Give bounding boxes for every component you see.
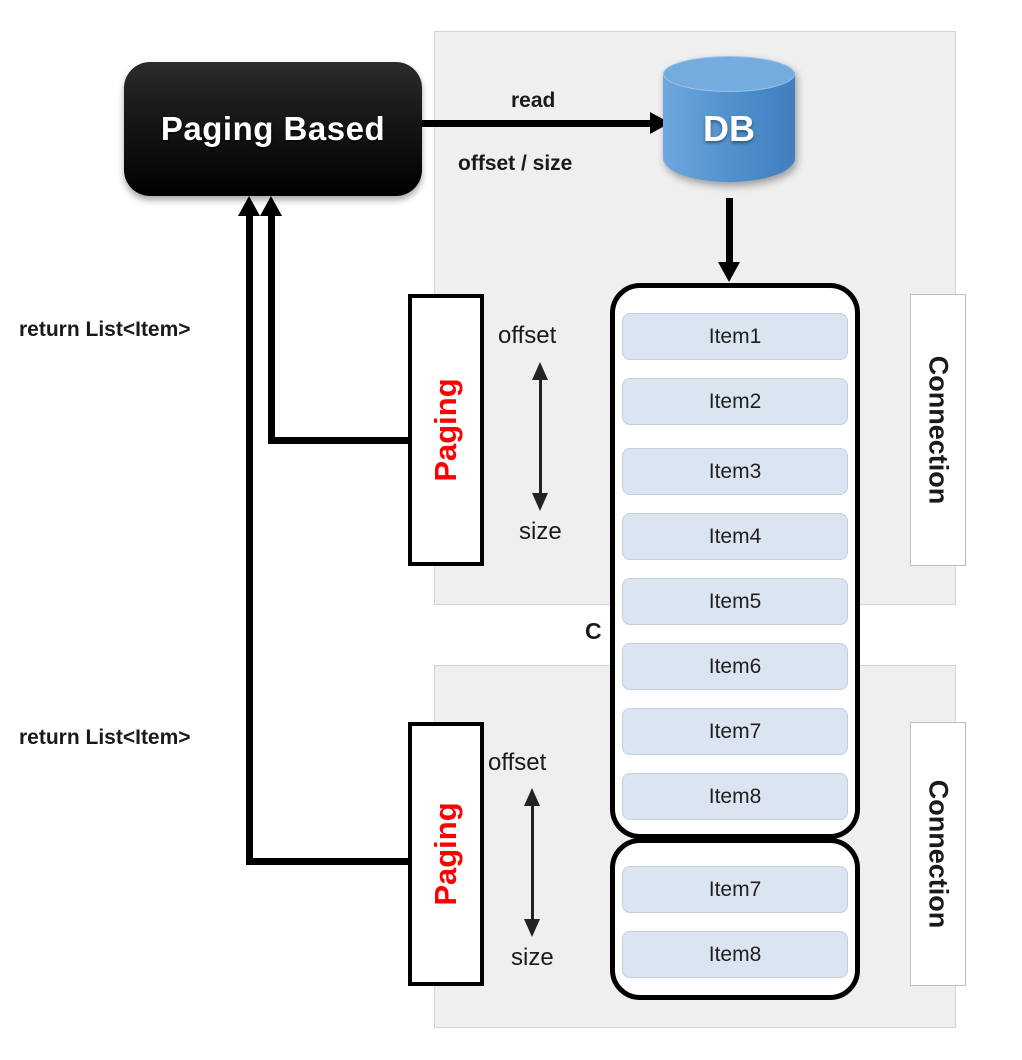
occluded-label: C — [585, 618, 602, 644]
list-item[interactable]: Item2 — [622, 378, 848, 425]
edge-return-top-horizontal — [268, 437, 414, 444]
range-bottom-offset-label: offset — [488, 749, 547, 776]
db-label: DB — [703, 108, 755, 149]
edge-read-params-label: offset / size — [458, 152, 573, 175]
range-bottom-arrowhead-up-icon — [524, 788, 540, 806]
range-top-size-label: size — [519, 518, 562, 545]
connection-box-bottom[interactable]: Connection — [910, 722, 966, 986]
list-item[interactable]: Item3 — [622, 448, 848, 495]
edge-read-label: read — [511, 89, 556, 112]
connection-box-bottom-label: Connection — [923, 779, 954, 929]
list-item[interactable]: Item7 — [622, 708, 848, 755]
connection-box-top-label: Connection — [923, 355, 954, 505]
list-item[interactable]: Item8 — [622, 773, 848, 820]
list-item[interactable]: Item4 — [622, 513, 848, 560]
edge-return-bottom-arrowhead-icon — [238, 196, 260, 216]
edge-return-top-label: return List<Item> — [19, 318, 191, 341]
paging-based-node[interactable]: Paging Based — [124, 62, 422, 196]
paging-based-label: Paging Based — [160, 110, 386, 147]
connection-box-top[interactable]: Connection — [910, 294, 966, 566]
paging-box-bottom-label: Paging — [428, 802, 463, 906]
list-item[interactable]: Item7 — [622, 866, 848, 913]
list-item[interactable]: Item8 — [622, 931, 848, 978]
list-item[interactable]: Item1 — [622, 313, 848, 360]
range-top-offset-label: offset — [498, 322, 557, 349]
item-list-container-primary — [610, 283, 860, 839]
range-bottom-line — [531, 797, 534, 930]
list-item[interactable]: Item6 — [622, 643, 848, 690]
range-top-line — [539, 371, 542, 504]
range-bottom-size-label: size — [511, 944, 554, 971]
db-node[interactable]: DB — [663, 56, 795, 198]
edge-return-top-vertical — [268, 212, 275, 443]
edge-return-bottom-vertical — [246, 212, 253, 864]
edge-return-bottom-horizontal — [246, 858, 414, 865]
db-cylinder-top-icon — [663, 56, 795, 92]
range-top-arrowhead-down-icon — [532, 493, 548, 511]
edge-read-line — [422, 120, 652, 127]
range-top-arrowhead-up-icon — [532, 362, 548, 380]
paging-box-top[interactable]: Paging — [408, 294, 484, 566]
paging-box-top-label: Paging — [428, 378, 463, 482]
list-item[interactable]: Item5 — [622, 578, 848, 625]
range-bottom-arrowhead-down-icon — [524, 919, 540, 937]
edge-db-to-list-line — [726, 198, 733, 270]
edge-db-to-list-arrowhead-icon — [718, 262, 740, 282]
edge-return-top-arrowhead-icon — [260, 196, 282, 216]
edge-return-bottom-label: return List<Item> — [19, 726, 191, 749]
paging-box-bottom[interactable]: Paging — [408, 722, 484, 986]
